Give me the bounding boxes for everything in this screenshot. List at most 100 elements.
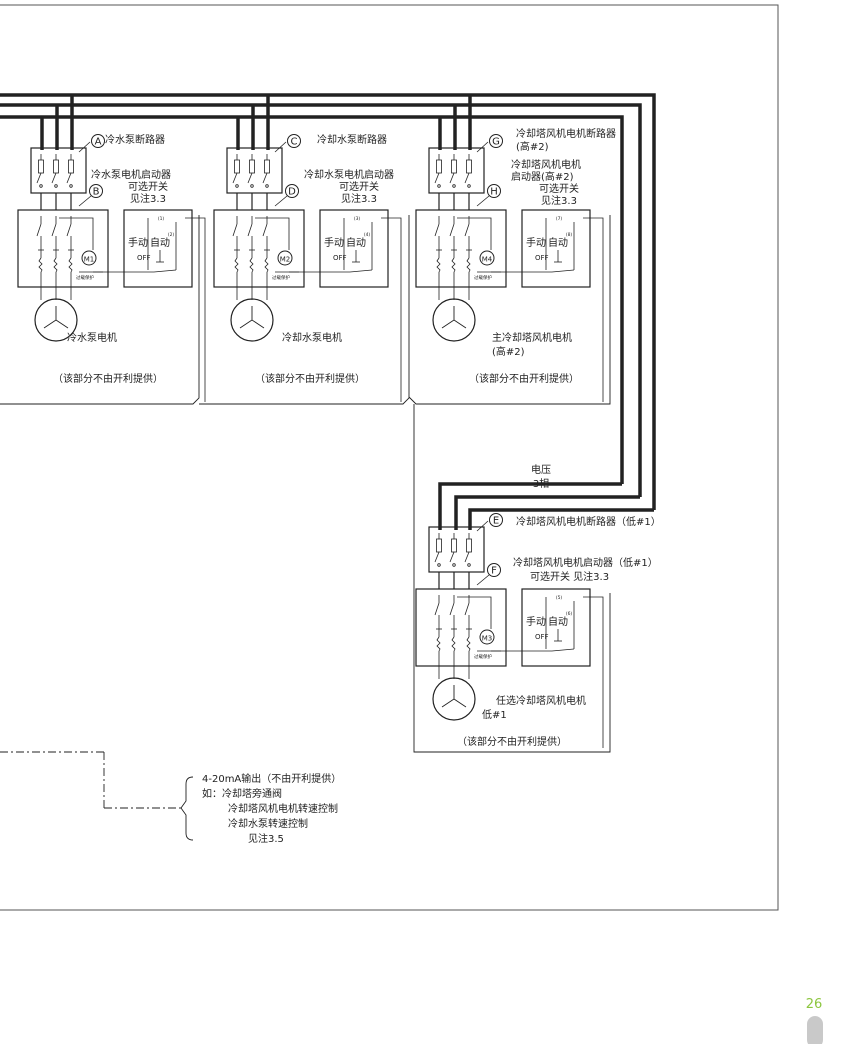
manual-label: 手动 — [526, 615, 546, 628]
contact-label: (8) — [566, 232, 573, 238]
breaker-box — [30, 147, 87, 194]
marker-circle — [89, 184, 103, 198]
motor-label: 低#1 — [482, 708, 507, 721]
marker-label: H — [490, 187, 498, 198]
coil-circle — [81, 250, 97, 266]
fuse — [451, 538, 457, 553]
bus-drop-2 — [454, 495, 640, 530]
overload-heater — [451, 636, 456, 652]
terminal — [39, 184, 43, 188]
starter-label: 启动器(高#2) — [511, 170, 574, 183]
terminal — [437, 563, 441, 567]
overload-heater — [249, 257, 254, 273]
starter-label: 冷却塔风机电机启动器（低#1） — [513, 556, 658, 569]
control-lead — [583, 217, 604, 402]
contact-label: (1) — [158, 216, 165, 222]
coil-wire — [255, 217, 290, 250]
overload-label: 过载保护 — [474, 653, 492, 660]
terminal — [452, 184, 456, 188]
section-border — [413, 404, 611, 753]
breaker-contact — [464, 172, 470, 184]
manual-label: 手动 — [324, 236, 344, 249]
overload-heater — [53, 257, 58, 273]
overload-heater — [436, 257, 441, 273]
manual-label: 手动 — [128, 236, 148, 249]
terminal — [467, 563, 471, 567]
starter-contact — [449, 602, 455, 616]
bus-drop-3 — [438, 482, 622, 530]
fuse — [53, 159, 59, 174]
breaker-contact — [247, 172, 253, 184]
starter-label: 冷却水泵电机启动器 — [304, 168, 394, 181]
marker-circle — [487, 563, 501, 577]
marker-leader — [78, 195, 92, 207]
coil-circle — [479, 629, 495, 645]
breaker-label: 冷水泵断路器 — [105, 133, 165, 146]
control-wire — [491, 648, 575, 652]
marker-leader — [476, 141, 489, 153]
switch-label: 可选开关 — [128, 180, 168, 193]
overload-heater — [436, 636, 441, 652]
switch-label: 见注3.3 — [541, 194, 577, 207]
marker-leader — [476, 574, 490, 586]
starter-box — [213, 209, 305, 288]
starter-contact — [51, 223, 57, 237]
terminal — [250, 184, 254, 188]
overload-heater — [38, 257, 43, 273]
starter-contact — [434, 223, 440, 237]
breaker-label: (高#2) — [516, 140, 549, 153]
overload-label: 过载保护 — [76, 274, 94, 281]
section-border — [0, 215, 200, 405]
breaker-contact — [449, 551, 455, 563]
marker-leader — [78, 141, 91, 153]
footer-label: （该部分不由开利提供） — [53, 372, 163, 385]
fuse — [264, 159, 270, 174]
starter-contact — [464, 602, 470, 616]
terminal — [467, 184, 471, 188]
starter-contact — [36, 223, 42, 237]
motor-windings — [441, 306, 467, 329]
starter-contact — [232, 223, 238, 237]
marker-label: A — [95, 137, 102, 148]
page-number: 26 — [806, 997, 823, 1012]
coil-label: M3 — [482, 635, 493, 643]
breaker-contact — [51, 172, 57, 184]
starter-contact — [262, 223, 268, 237]
contact-label: (2) — [168, 232, 175, 238]
coil-label: M1 — [84, 256, 95, 264]
switch-label: 可选开关 — [539, 182, 579, 195]
starter-contact — [66, 223, 72, 237]
fuse — [436, 538, 442, 553]
starter-box — [415, 588, 507, 667]
coil-wire — [457, 217, 492, 250]
control-lead — [381, 217, 402, 402]
fuse — [38, 159, 44, 174]
footer-label: （该部分不由开利提供） — [469, 372, 579, 385]
coil-circle — [277, 250, 293, 266]
footer-label: （该部分不由开利提供） — [457, 735, 567, 748]
marker-label: E — [493, 516, 499, 527]
breaker-label: 冷却塔风机电机断路器 — [516, 127, 616, 140]
terminal — [69, 184, 73, 188]
switch-box — [521, 588, 591, 667]
starter-label: 冷却塔风机电机 — [511, 158, 581, 171]
terminal — [437, 184, 441, 188]
page-frame — [0, 4, 779, 911]
breaker-box — [226, 147, 283, 194]
breaker-contact — [434, 172, 440, 184]
overload-heater — [466, 257, 471, 273]
coil-label: M2 — [280, 256, 291, 264]
bus-line-2 — [0, 103, 642, 497]
marker-leader — [274, 141, 287, 153]
coil-circle — [479, 250, 495, 266]
overload-heater — [234, 257, 239, 273]
output-note-item: 冷却塔风机电机转速控制 — [228, 802, 338, 815]
switch-label: 可选开关 见注3.3 — [530, 570, 609, 583]
voltage-label: 电压 — [531, 463, 551, 476]
breaker-box — [428, 147, 485, 194]
bus-drop-1 — [468, 508, 654, 530]
control-lead — [185, 217, 206, 402]
starter-box — [17, 209, 109, 288]
motor-label: 冷水泵电机 — [67, 331, 117, 344]
